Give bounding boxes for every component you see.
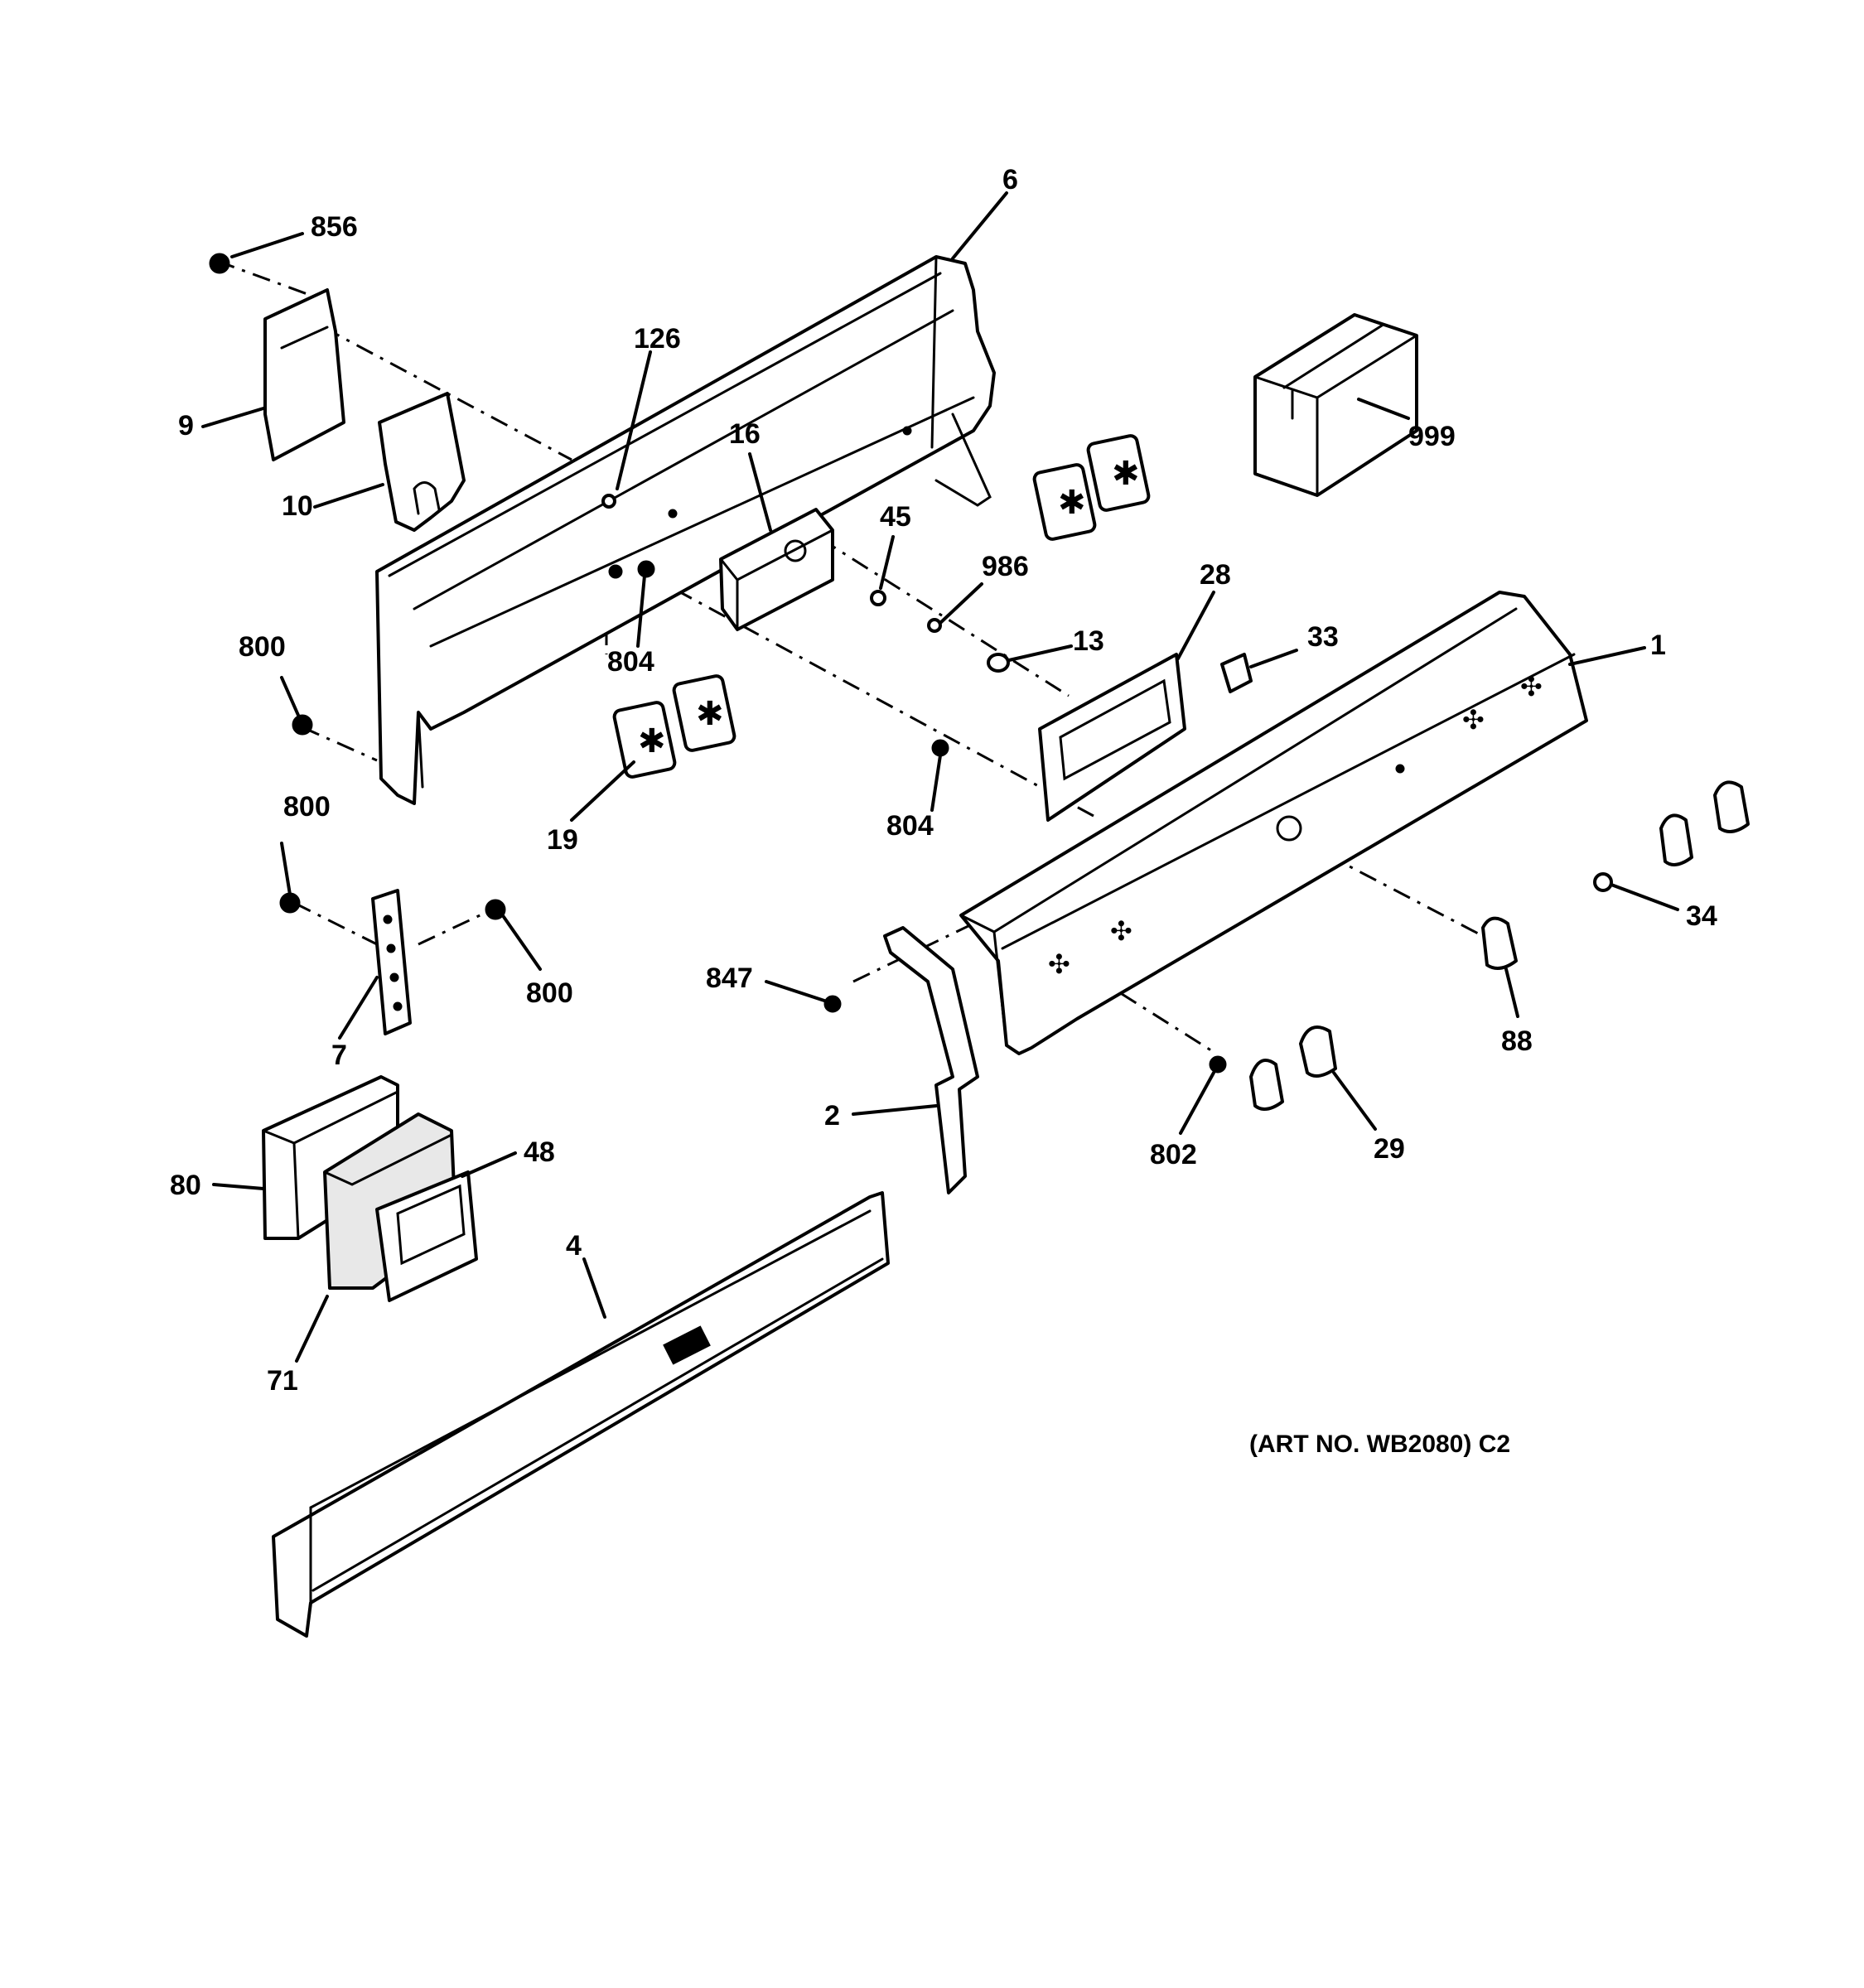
switch-symbol-icon: ✱ [1058, 484, 1086, 522]
timer-module-part-16 [719, 508, 834, 631]
switch-symbol-icon: ✱ [638, 722, 666, 760]
callout-29: 29 [1374, 1133, 1405, 1165]
clip-part-45 [870, 590, 886, 606]
clip-part-986 [927, 618, 942, 633]
screw-part-800-left [279, 892, 301, 914]
end-bracket-part-2 [883, 926, 979, 1194]
callout-802: 802 [1150, 1139, 1197, 1170]
callout-4: 4 [566, 1230, 582, 1262]
callout-71: 71 [267, 1365, 298, 1397]
callout-800-left: 800 [283, 791, 331, 823]
screw-part-856 [209, 253, 230, 274]
callout-126: 126 [634, 323, 681, 355]
bracket-part-9 [263, 288, 345, 461]
switch-part-33 [1220, 653, 1253, 693]
backsplash-housing-part-6 [375, 255, 996, 805]
callout-45: 45 [880, 501, 911, 533]
callout-88: 88 [1501, 1025, 1533, 1057]
lower-trim-part-4 [272, 1191, 890, 1638]
callout-9: 9 [178, 410, 194, 442]
mount-hole-icon: ✣ [1520, 671, 1543, 702]
callout-48: 48 [524, 1136, 555, 1168]
callout-33: 33 [1307, 621, 1339, 653]
callout-804-upper: 804 [607, 646, 654, 678]
callout-2: 2 [824, 1100, 840, 1132]
callout-6: 6 [1002, 164, 1018, 195]
screw-part-804-lower [931, 739, 949, 757]
frame-part-48 [375, 1170, 478, 1302]
callout-986: 986 [982, 551, 1029, 582]
callout-19: 19 [547, 824, 578, 856]
bracket-part-10 [378, 392, 466, 532]
callout-16: 16 [729, 418, 761, 450]
callout-13: 13 [1073, 625, 1104, 657]
callout-labels: 856 6 126 9 10 16 45 986 999 28 33 13 1 … [170, 164, 1717, 1397]
callout-28: 28 [1200, 559, 1231, 591]
switch-symbol-icon: ✱ [696, 695, 724, 733]
screw-part-800-upper [292, 714, 313, 736]
screw-part-800-right [485, 899, 506, 920]
callout-999: 999 [1408, 421, 1456, 452]
switch-symbol-icon: ✱ [1112, 455, 1140, 493]
knob-spare-b [1713, 780, 1750, 833]
callout-1: 1 [1650, 630, 1666, 661]
mount-hole-icon: ✣ [1110, 915, 1132, 947]
callout-804-lower: 804 [886, 810, 934, 842]
box-part-999 [1253, 313, 1418, 497]
knob-part-88 [1481, 916, 1518, 970]
switch-pair-upper: ✱ ✱ [1032, 434, 1151, 541]
mounting-plate-part-28 [1038, 653, 1186, 822]
knobs [1249, 780, 1750, 1111]
knob-part-29-b [1299, 1025, 1337, 1078]
leader-lines [201, 191, 1679, 1363]
control-panel-part-1: ✣ ✣ ✣ ✣ [959, 591, 1588, 1055]
switch-pair-part-19: ✱ ✱ [612, 674, 736, 779]
mount-hole-icon: ✣ [1048, 948, 1070, 980]
screw-part-802 [1209, 1055, 1227, 1074]
callout-80: 80 [170, 1170, 201, 1201]
callout-800-right: 800 [526, 977, 573, 1009]
knob-spare-a [1659, 813, 1693, 866]
knob-part-29-a [1249, 1059, 1284, 1111]
art-number: (ART NO. WB2080) C2 [1249, 1431, 1510, 1458]
mount-hole-icon: ✣ [1462, 704, 1485, 736]
screw-part-847 [823, 995, 842, 1013]
callout-7: 7 [331, 1040, 347, 1071]
grommet-part-13 [987, 653, 1010, 673]
spacer-part-34 [1593, 872, 1613, 892]
callout-10: 10 [282, 490, 313, 522]
callout-800-upper: 800 [239, 631, 286, 663]
callout-856: 856 [311, 211, 358, 243]
callout-34: 34 [1686, 900, 1717, 932]
screw-part-126 [601, 494, 616, 509]
screw-part-804-upper [637, 560, 655, 578]
terminal-block-part-7 [371, 889, 412, 1035]
callout-847: 847 [706, 963, 753, 994]
